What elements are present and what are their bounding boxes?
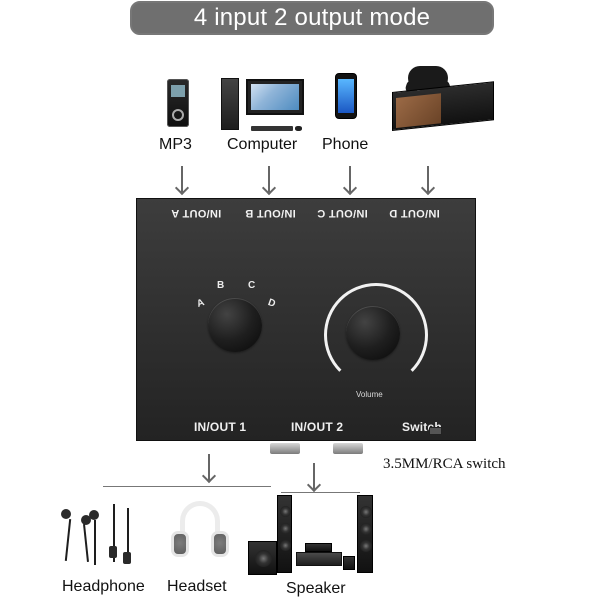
title-banner: 4 input 2 output mode [130, 1, 494, 35]
speaker-label: Speaker [286, 580, 346, 597]
right-tower-speaker-icon [357, 495, 373, 573]
mouse-icon [295, 126, 302, 131]
arrow-phone-to-panel [349, 166, 351, 192]
selector-letter-a: A [195, 297, 206, 310]
headphone-label: Headphone [62, 578, 145, 595]
selector-letter-c: C [248, 280, 256, 291]
port-d-label: IN/OUT D [389, 207, 440, 219]
port-a-label: IN/OUT A [171, 207, 222, 219]
volume-label: Volume [356, 390, 383, 399]
subwoofer-icon [248, 541, 277, 575]
computer-tower-icon [221, 78, 239, 130]
selector-letter-d: D [266, 297, 277, 310]
av-receiver-icon [296, 552, 342, 566]
selector-letter-b: B [217, 280, 225, 291]
center-speaker-icon [305, 543, 332, 552]
game-console-icon [392, 66, 494, 138]
headset-icon [171, 501, 229, 577]
page-title: 4 input 2 output mode [193, 4, 431, 31]
arrow-mp3-to-panel [181, 166, 183, 192]
monitor-icon [246, 79, 304, 115]
left-group-separator-line [103, 486, 271, 487]
port-c-label: IN/OUT C [317, 207, 368, 219]
switch-mode-label: 3.5MM/RCA switch [383, 456, 506, 472]
earbuds-icon [89, 510, 111, 568]
arrow-panel-to-speaker [313, 463, 315, 489]
mp3-player-icon [167, 79, 189, 127]
mp3-label: MP3 [159, 136, 192, 153]
phone-label: Phone [322, 136, 369, 153]
rca-jack-left [270, 443, 300, 454]
port-2-label: IN/OUT 2 [291, 420, 344, 434]
computer-label: Computer [227, 136, 298, 153]
volume-knob[interactable] [346, 306, 400, 360]
port-b-label: IN/OUT B [245, 207, 296, 219]
arrow-panel-to-left-group [208, 454, 210, 480]
source-selector-knob[interactable] [208, 298, 262, 352]
arrow-console-to-panel [427, 166, 429, 192]
audio-cable-icon [122, 508, 144, 566]
left-tower-speaker-icon [277, 495, 292, 573]
audio-plug-icon [108, 504, 130, 562]
speaker-separator-line [281, 492, 360, 493]
audio-switch-panel: IN/OUT A IN/OUT B IN/OUT C IN/OUT D A B … [136, 198, 476, 441]
keyboard-icon [251, 126, 293, 131]
headset-label: Headset [167, 578, 227, 595]
volume-ring [324, 283, 428, 387]
small-right-speaker-icon [343, 556, 355, 570]
mode-switch[interactable] [429, 427, 442, 435]
rca-jack-right [333, 443, 363, 454]
arrow-computer-to-panel [268, 166, 270, 192]
smartphone-icon [335, 73, 357, 119]
earphones-icon [61, 509, 91, 567]
port-1-label: IN/OUT 1 [194, 420, 247, 434]
